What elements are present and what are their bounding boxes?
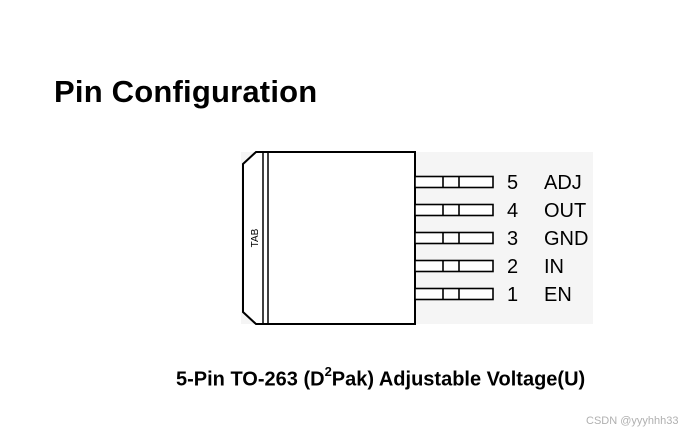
pin-name: ADJ (544, 172, 582, 194)
pin-name: OUT (544, 200, 586, 222)
pin-number: 2 (507, 256, 518, 278)
package-caption: 5-Pin TO-263 (D2Pak) Adjustable Voltage(… (176, 364, 586, 392)
pins-group: 5 ADJ 4 OUT 3 GND 2 IN 1 EN (414, 172, 588, 306)
pin-lead (414, 231, 494, 245)
caption-prefix: 5-Pin TO-263 (D (176, 368, 325, 391)
pin-number: 1 (507, 284, 518, 306)
pin-number: 5 (507, 172, 518, 194)
pin-number: 4 (507, 200, 518, 222)
package-body (242, 151, 416, 325)
pin-lead (414, 203, 494, 217)
pin-number: 3 (507, 228, 518, 250)
pin-lead (414, 175, 494, 189)
tab-label: TAB (250, 228, 261, 247)
caption-suffix: Pak) Adjustable Voltage(U) (331, 368, 586, 391)
pin-name: EN (544, 284, 572, 306)
watermark: CSDN @yyyhhh33 (586, 415, 679, 427)
pin-lead (414, 287, 494, 301)
pin-lead (414, 259, 494, 273)
pin-name: GND (544, 228, 588, 250)
page-title: Pin Configuration (54, 74, 318, 109)
pin-name: IN (544, 256, 564, 278)
caption-superscript: 2 (324, 364, 332, 379)
